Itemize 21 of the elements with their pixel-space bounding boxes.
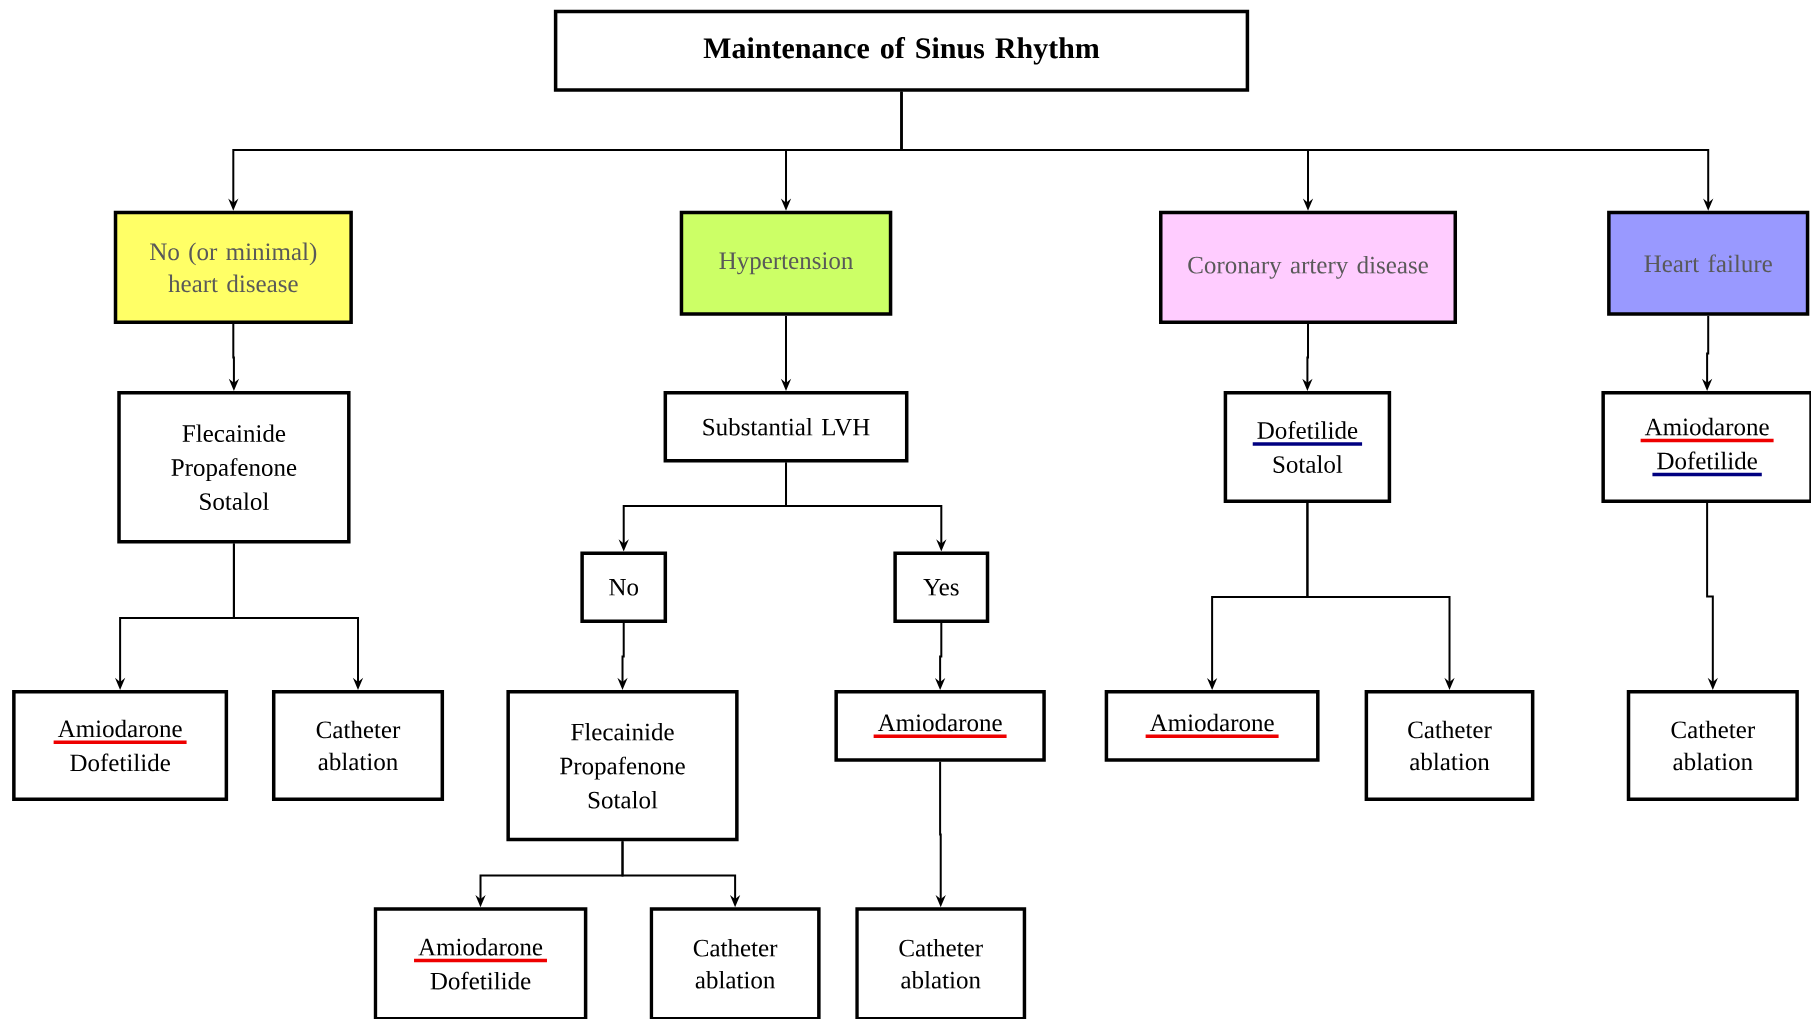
drug-box: Amiodarone <box>1104 690 1320 762</box>
category-box: Heart failure <box>1607 210 1810 316</box>
category-box: Hypertension <box>679 210 893 316</box>
title-box: Maintenance of Sinus Rhythm <box>553 9 1250 92</box>
drug-box: Catheter ablation <box>1364 690 1535 801</box>
question-box: Substantial LVH <box>663 391 909 463</box>
category-box: No (or minimal) heart disease <box>113 210 353 324</box>
drug-box: Amiodarone <box>834 690 1046 762</box>
drug-box: Amiodarone Dofetilide <box>373 907 588 1019</box>
drug-box: Amiodarone Dofetilide <box>12 690 229 801</box>
drug-box: Catheter ablation <box>855 907 1027 1019</box>
answer-box: No <box>580 551 668 624</box>
category-box: Coronary artery disease <box>1159 210 1457 324</box>
drug-box: Catheter ablation <box>1626 690 1799 801</box>
drug-box: Catheter ablation <box>649 907 821 1019</box>
answer-box: Yes <box>893 551 990 624</box>
drug-box: Dofetilide Sotalol <box>1223 390 1392 504</box>
drug-box: Catheter ablation <box>271 690 445 801</box>
drug-box: Flecainide Propafenone Sotalol <box>506 690 739 842</box>
drug-box: Amiodarone Dofetilide <box>1601 390 1811 504</box>
drug-box: Flecainide Propafenone Sotalol <box>117 390 351 544</box>
